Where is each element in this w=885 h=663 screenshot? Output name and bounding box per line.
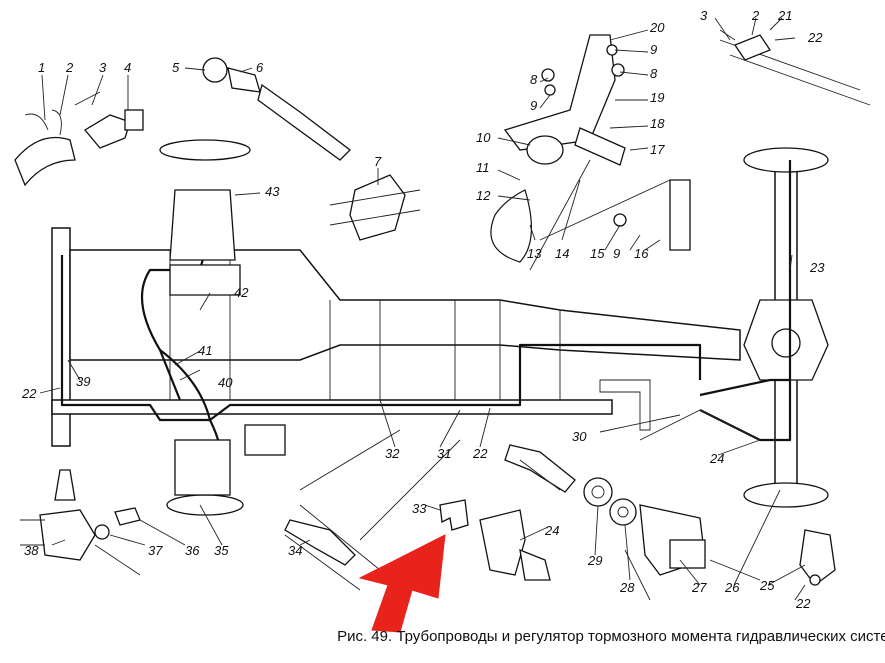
callout-8a: 8	[530, 72, 538, 87]
detail-clamp-1-2	[14, 109, 76, 187]
callout-4: 4	[124, 60, 131, 75]
detail-bracket-25	[799, 529, 836, 586]
callout-31: 31	[437, 446, 451, 461]
callout-25: 25	[759, 578, 775, 593]
callout-24b: 24	[544, 523, 559, 538]
callout-40: 40	[218, 375, 233, 390]
callout-30: 30	[572, 429, 587, 444]
callout-27: 27	[691, 580, 707, 595]
detail-clamp-21-22	[719, 29, 771, 61]
callout-11: 11	[476, 160, 490, 175]
figure-caption: Рис. 49. Трубопроводы и регулятор тормоз…	[337, 628, 885, 645]
callout-18: 18	[650, 116, 665, 131]
callout-22c: 22	[472, 446, 488, 461]
callout-29: 29	[587, 553, 602, 568]
detail-tee-7	[329, 174, 421, 241]
callout-2b: 2	[751, 8, 760, 23]
detail-valve-24	[479, 444, 576, 581]
callout-17: 17	[650, 142, 665, 157]
detail-nut-29	[583, 477, 613, 507]
detail-hose-5-6	[202, 57, 351, 161]
callout-33: 33	[412, 501, 427, 516]
detail-bracket-33	[439, 499, 469, 531]
callout-26: 26	[724, 580, 740, 595]
callout-16: 16	[634, 246, 649, 261]
callout-9c: 9	[613, 246, 620, 261]
callout-37: 37	[148, 543, 163, 558]
callout-23: 23	[809, 260, 825, 275]
callout-9b: 9	[650, 42, 657, 57]
callout-2: 2	[65, 60, 74, 75]
callout-3b: 3	[700, 8, 708, 23]
red-arrow	[358, 534, 446, 633]
callout-10: 10	[476, 130, 491, 145]
callout-21: 21	[777, 8, 792, 23]
callout-1: 1	[38, 60, 45, 75]
callout-15: 15	[590, 246, 605, 261]
callout-32: 32	[385, 446, 400, 461]
callout-41: 41	[198, 343, 212, 358]
callout-19: 19	[650, 90, 664, 105]
callout-22d: 22	[795, 596, 811, 611]
callout-3: 3	[99, 60, 107, 75]
callout-22b: 22	[21, 386, 37, 401]
callout-24a: 24	[709, 451, 724, 466]
callout-38: 38	[24, 543, 39, 558]
detail-bolt-36	[94, 507, 141, 540]
detail-coupling-34	[284, 504, 381, 591]
leader-lines	[39, 17, 806, 601]
callout-39: 39	[76, 374, 90, 389]
detail-lockwasher-28	[609, 498, 637, 526]
callout-9a: 9	[530, 98, 537, 113]
detail-regulator-27	[624, 504, 761, 601]
detail-fitting-3-4	[74, 91, 144, 149]
regulator-assembly	[490, 34, 691, 271]
callout-13: 13	[527, 246, 542, 261]
callout-14: 14	[555, 246, 569, 261]
callout-34: 34	[288, 543, 302, 558]
front-wheel-cylinder	[166, 424, 286, 516]
callout-28: 28	[619, 580, 635, 595]
callout-35: 35	[214, 543, 229, 558]
callout-labels: 1 2 3 4 5 6 7 8 8 9 9 9 10 11 12 13 14 1…	[21, 8, 825, 611]
master-cylinder	[159, 139, 251, 296]
callout-22a: 22	[807, 30, 823, 45]
rear-axle	[719, 39, 871, 508]
callout-43: 43	[265, 184, 280, 199]
detail-tee-38	[20, 469, 141, 576]
callout-5: 5	[172, 60, 180, 75]
callout-12: 12	[476, 188, 491, 203]
callout-6: 6	[256, 60, 264, 75]
callout-42: 42	[234, 285, 249, 300]
callout-20: 20	[649, 20, 665, 35]
callout-36: 36	[185, 543, 200, 558]
callout-7: 7	[374, 154, 382, 169]
callout-8b: 8	[650, 66, 658, 81]
